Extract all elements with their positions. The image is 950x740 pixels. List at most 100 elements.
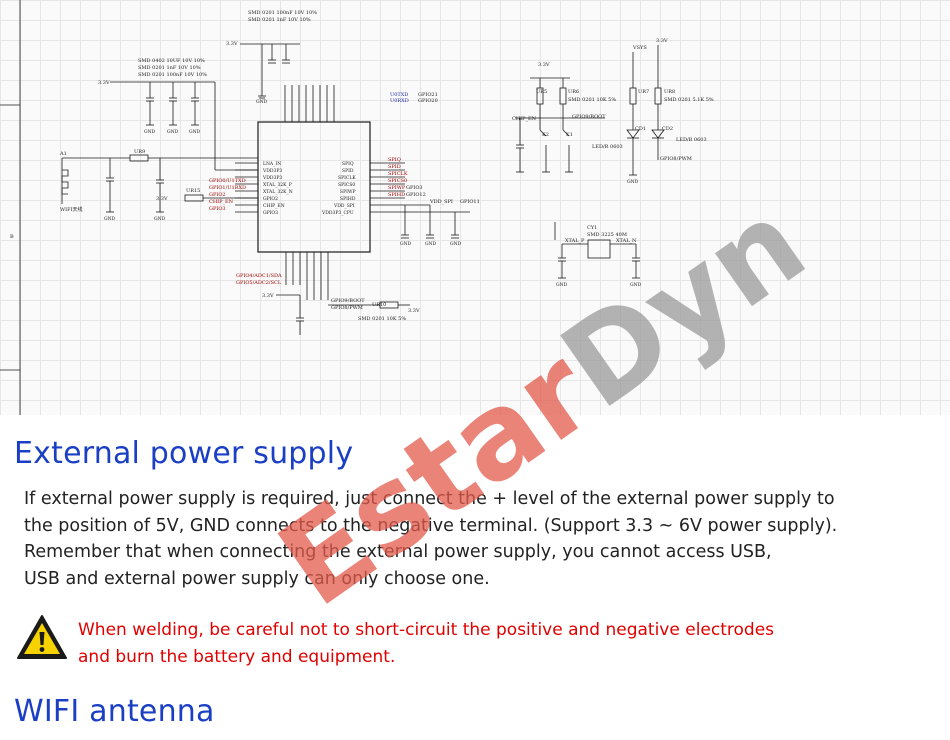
gnd-label-ant2: GND [154,216,166,222]
schematic-svg: SMD 0201 100nF 10V 10% SMD 0201 1nF 10V … [0,0,714,415]
gpio11-label: GPIO11 [460,199,480,205]
net-right-5: SPIHD [388,192,405,198]
gnd-label-r1: GND [400,241,412,247]
gpio21-label: GPIO21 [418,92,438,98]
gnd-label-c3: GND [189,129,201,135]
gnd-label-ant1: GND [104,216,116,222]
net-left-1: GPIO1/U1RXD [209,185,246,191]
power-line-4: USB and external power supply can only c… [24,569,490,590]
gnd-label-r3: GND [450,241,462,247]
section-title-external-power: External power supply [14,436,354,471]
cy1-label: CY1 [587,225,597,231]
ur8-label: UR8 [664,89,675,95]
ur7-label: UR7 [638,89,649,95]
pin-right-7: VDD3P3_CPU [321,210,354,216]
gnd-label-xtal1: GND [556,282,568,288]
net-left-3: CHIP_EN [209,199,234,205]
frame-marker-b: B [10,234,14,240]
u0txd-label: U0TXD [390,92,408,98]
gpio5-adc2-label: GPIO5/ADC2/SCL [236,280,282,286]
pin-left-6: CHIP_EN [263,203,285,209]
k1-label: K1 [566,132,573,138]
gpio12-label-right: GPIO12 [406,192,426,198]
gnd-label-led: GND [627,179,639,185]
gpio8-pwm-label-bottom: GPIO8/PWM [331,305,363,311]
warning-line-1: When welding, be careful not to short-ci… [78,620,775,640]
cap-left-label-3: SMD 0201 100nF 10V 10% [138,72,207,78]
pin-left-1: VDD3P3 [262,168,282,174]
section-title-wifi-antenna: WIFI antenna [14,694,215,729]
u0rxd-label: U0RXD [390,98,409,104]
vdd-spi-label: VDD_SPI [429,199,453,205]
pin-right-1: SPID [342,168,354,174]
pin-right-5: SPIHD [340,196,356,202]
ur10-label: UR10 [372,302,386,308]
net-right-1: SPID [388,164,401,170]
gnd-label-c1: GND [144,129,156,135]
gnd-label-r2: GND [425,241,437,247]
power-line-1: If external power supply is required, ju… [24,489,835,509]
ur9-label: UR9 [134,149,145,155]
net-left-0: GPIO0/U1TXD [209,178,246,184]
led-r-label: LED/R 0603 [592,144,623,150]
xtal-n-label: XTAL_N [616,238,637,244]
ur5-label: UR5 [536,89,547,95]
warning-text: When welding, be careful not to short-ci… [78,617,918,671]
v33-label-ur10: 3.3V [408,308,420,314]
gpio8-pwm-label-led: GPIO8/PWM [660,156,692,162]
v33-label-bottom: 3.3V [262,293,274,299]
vsys-label: VSYS [632,45,647,51]
net-right-0: SPIQ [388,157,401,163]
antenna-ref-label: A1 [59,151,67,157]
cd1-label: CD1 [635,126,646,132]
pin-left-7: GPIO3 [263,210,278,216]
cap-left-label-2: SMD 0201 1nF 10V 10% [138,65,201,71]
pin-right-2: SPICLK [338,175,356,181]
gnd-label-c2: GND [167,129,179,135]
power-description: If external power supply is required, ju… [24,486,924,593]
pin-left-4: XTAL_32K_N [263,189,293,195]
net-right-3: SPICS0 [388,178,407,184]
xtal-p-label: XTAL_P [565,238,585,244]
warning-line-2: and burn the battery and equipment. [78,647,396,667]
pin-right-0: SPIQ [342,161,354,167]
v33-label-mid: 3.3V [156,196,168,202]
gnd-label-xtal2: GND [630,282,642,288]
schematic-diagram: SMD 0201 100nF 10V 10% SMD 0201 1nF 10V … [0,0,950,415]
net-left-4: GPIO3 [209,206,226,212]
power-line-3: Remember that when connecting the extern… [24,542,772,563]
net-right-2: SPICLK [388,171,408,177]
ur6-value-label: SMD 0201 10K 5% [568,97,616,103]
pin-right-4: SPIWP [340,189,356,195]
net-left-2: GPIO2 [209,192,226,198]
warning-icon [17,615,67,659]
ur15-label: UR15 [186,188,200,194]
v33-label-left: 3.3V [98,80,110,86]
pin-left-0: LNA_IN [263,161,281,167]
led-b-label: LED/B 0603 [676,137,707,143]
pin-left-5: GPIO2 [263,196,278,202]
pin-left-2: VDD3P3 [262,175,282,181]
ur6-label: UR6 [568,89,579,95]
v33-label-led: 3.3V [656,38,668,44]
antenna-label: WIFI天线 [60,206,83,213]
gpio9-boot-label-bottom: GPIO9/BOOT [331,298,365,304]
ur8-value-label: SMD 0201 5.1K 5% [664,97,714,103]
pin-right-3: SPICS0 [338,182,355,188]
v33-label-top: 3.3V [226,41,238,47]
gpio20-label: GPIO20 [418,98,438,104]
gpio3-label-right: GPIO3 [406,185,423,191]
chip-en-label-buttons: CHIP_EN [512,116,537,122]
cd2-label: CD2 [662,126,673,132]
cap-left-label-1: SMD 0402 10UF 10V 10% [138,58,205,64]
cap-top-label-1: SMD 0201 100nF 10V 10% [248,10,317,16]
k2-label: K2 [542,132,549,138]
net-right-4: SPIWP [388,185,406,191]
power-line-2: the position of 5V, GND connects to the … [24,515,838,536]
gpio9-boot-label-buttons: GPIO9/BOOT [572,114,606,120]
pin-left-3: XTAL_32K_P [263,182,292,188]
v33-label-buttons: 3.3V [538,62,550,68]
ur10-value-label: SMD 0201 10K 5% [358,316,406,322]
crystal-value-label: SMD 3225 40M [587,232,627,238]
gpio4-adc1-label: GPIO4/ADC1/SDA [236,273,282,279]
